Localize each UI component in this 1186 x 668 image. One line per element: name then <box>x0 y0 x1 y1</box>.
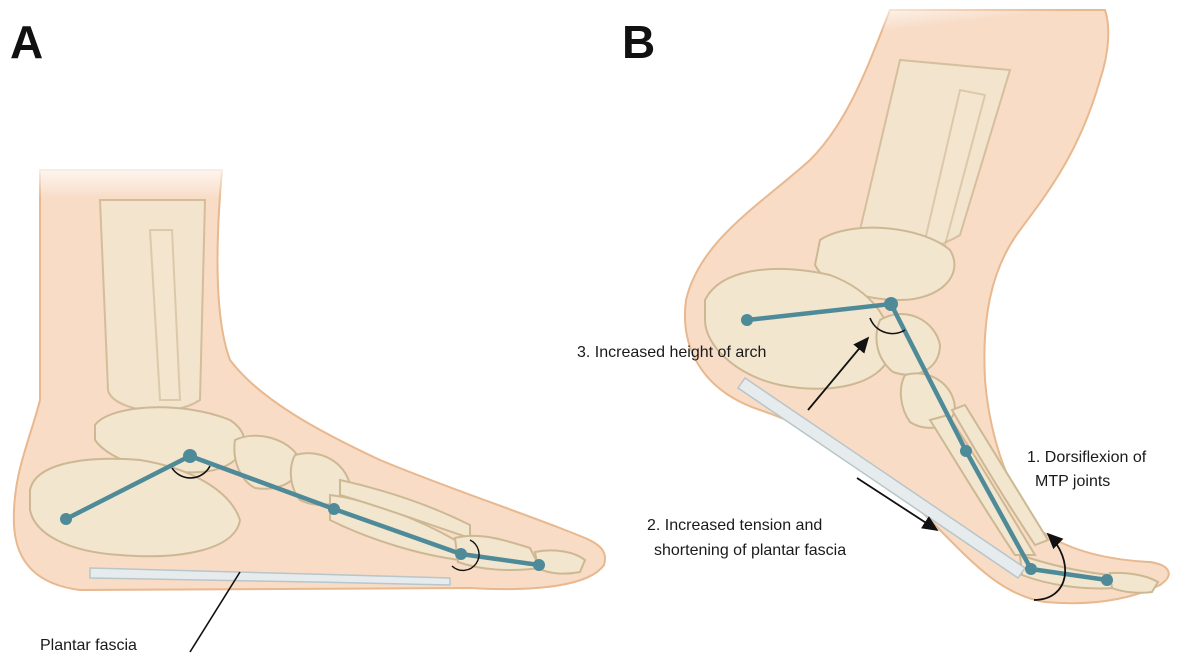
fascia-tension-label-line1: 2. Increased tension and <box>647 517 822 534</box>
dorsiflexion-label-line2: MTP joints <box>1035 473 1110 490</box>
toe-joint-b <box>1101 574 1113 586</box>
midfoot-joint-a <box>328 503 340 515</box>
heel-joint-b <box>741 314 753 326</box>
panel-a-label: A <box>10 16 43 68</box>
dorsiflexion-label-line1: 1. Dorsiflexion of <box>1027 449 1147 466</box>
talus-joint-a <box>183 449 197 463</box>
toe-joint-a <box>533 559 545 571</box>
fascia-tension-label-line2: shortening of plantar fascia <box>654 542 846 559</box>
mtp-joint-b <box>1025 563 1037 575</box>
panel-b-label: B <box>622 16 655 68</box>
arch-height-label: 3. Increased height of arch <box>577 344 766 361</box>
talus-joint-b <box>884 297 898 311</box>
panel-a: A <box>10 16 605 654</box>
plantar-fascia-label: Plantar fascia <box>40 637 137 654</box>
heel-joint-a <box>60 513 72 525</box>
midfoot-joint-b <box>960 445 972 457</box>
mtp-joint-a <box>455 548 467 560</box>
panel-b: B <box>577 0 1169 603</box>
